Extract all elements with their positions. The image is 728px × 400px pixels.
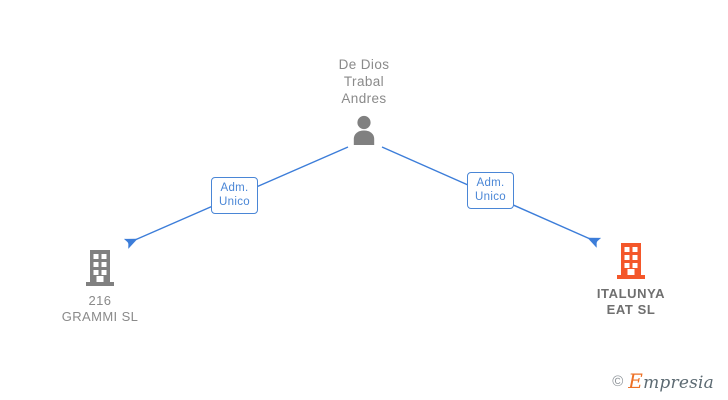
edge-label-adm-unico-left[interactable]: Adm. Unico [211,177,258,214]
brand-initial: E [628,369,644,393]
company-name-label: 216 GRAMMI SL [61,293,139,324]
node-company-italunya[interactable]: ITALUNYA EAT SL [556,241,706,318]
person-name-label: De Dios Trabal Andres [338,57,390,106]
brand-rest: mpresia [643,373,714,393]
company-name-label: ITALUNYA EAT SL [596,286,666,317]
node-person[interactable]: De Dios Trabal Andres [294,56,434,147]
brand-name: Empresia [628,371,714,392]
copyright-icon: © [612,373,624,390]
watermark: © Empresia [612,371,714,392]
node-company-grammi[interactable]: 216 GRAMMI SL [25,248,175,325]
person-icon [353,115,375,145]
building-icon [86,250,114,286]
building-icon [617,243,645,279]
edge-label-adm-unico-right[interactable]: Adm. Unico [467,172,514,209]
